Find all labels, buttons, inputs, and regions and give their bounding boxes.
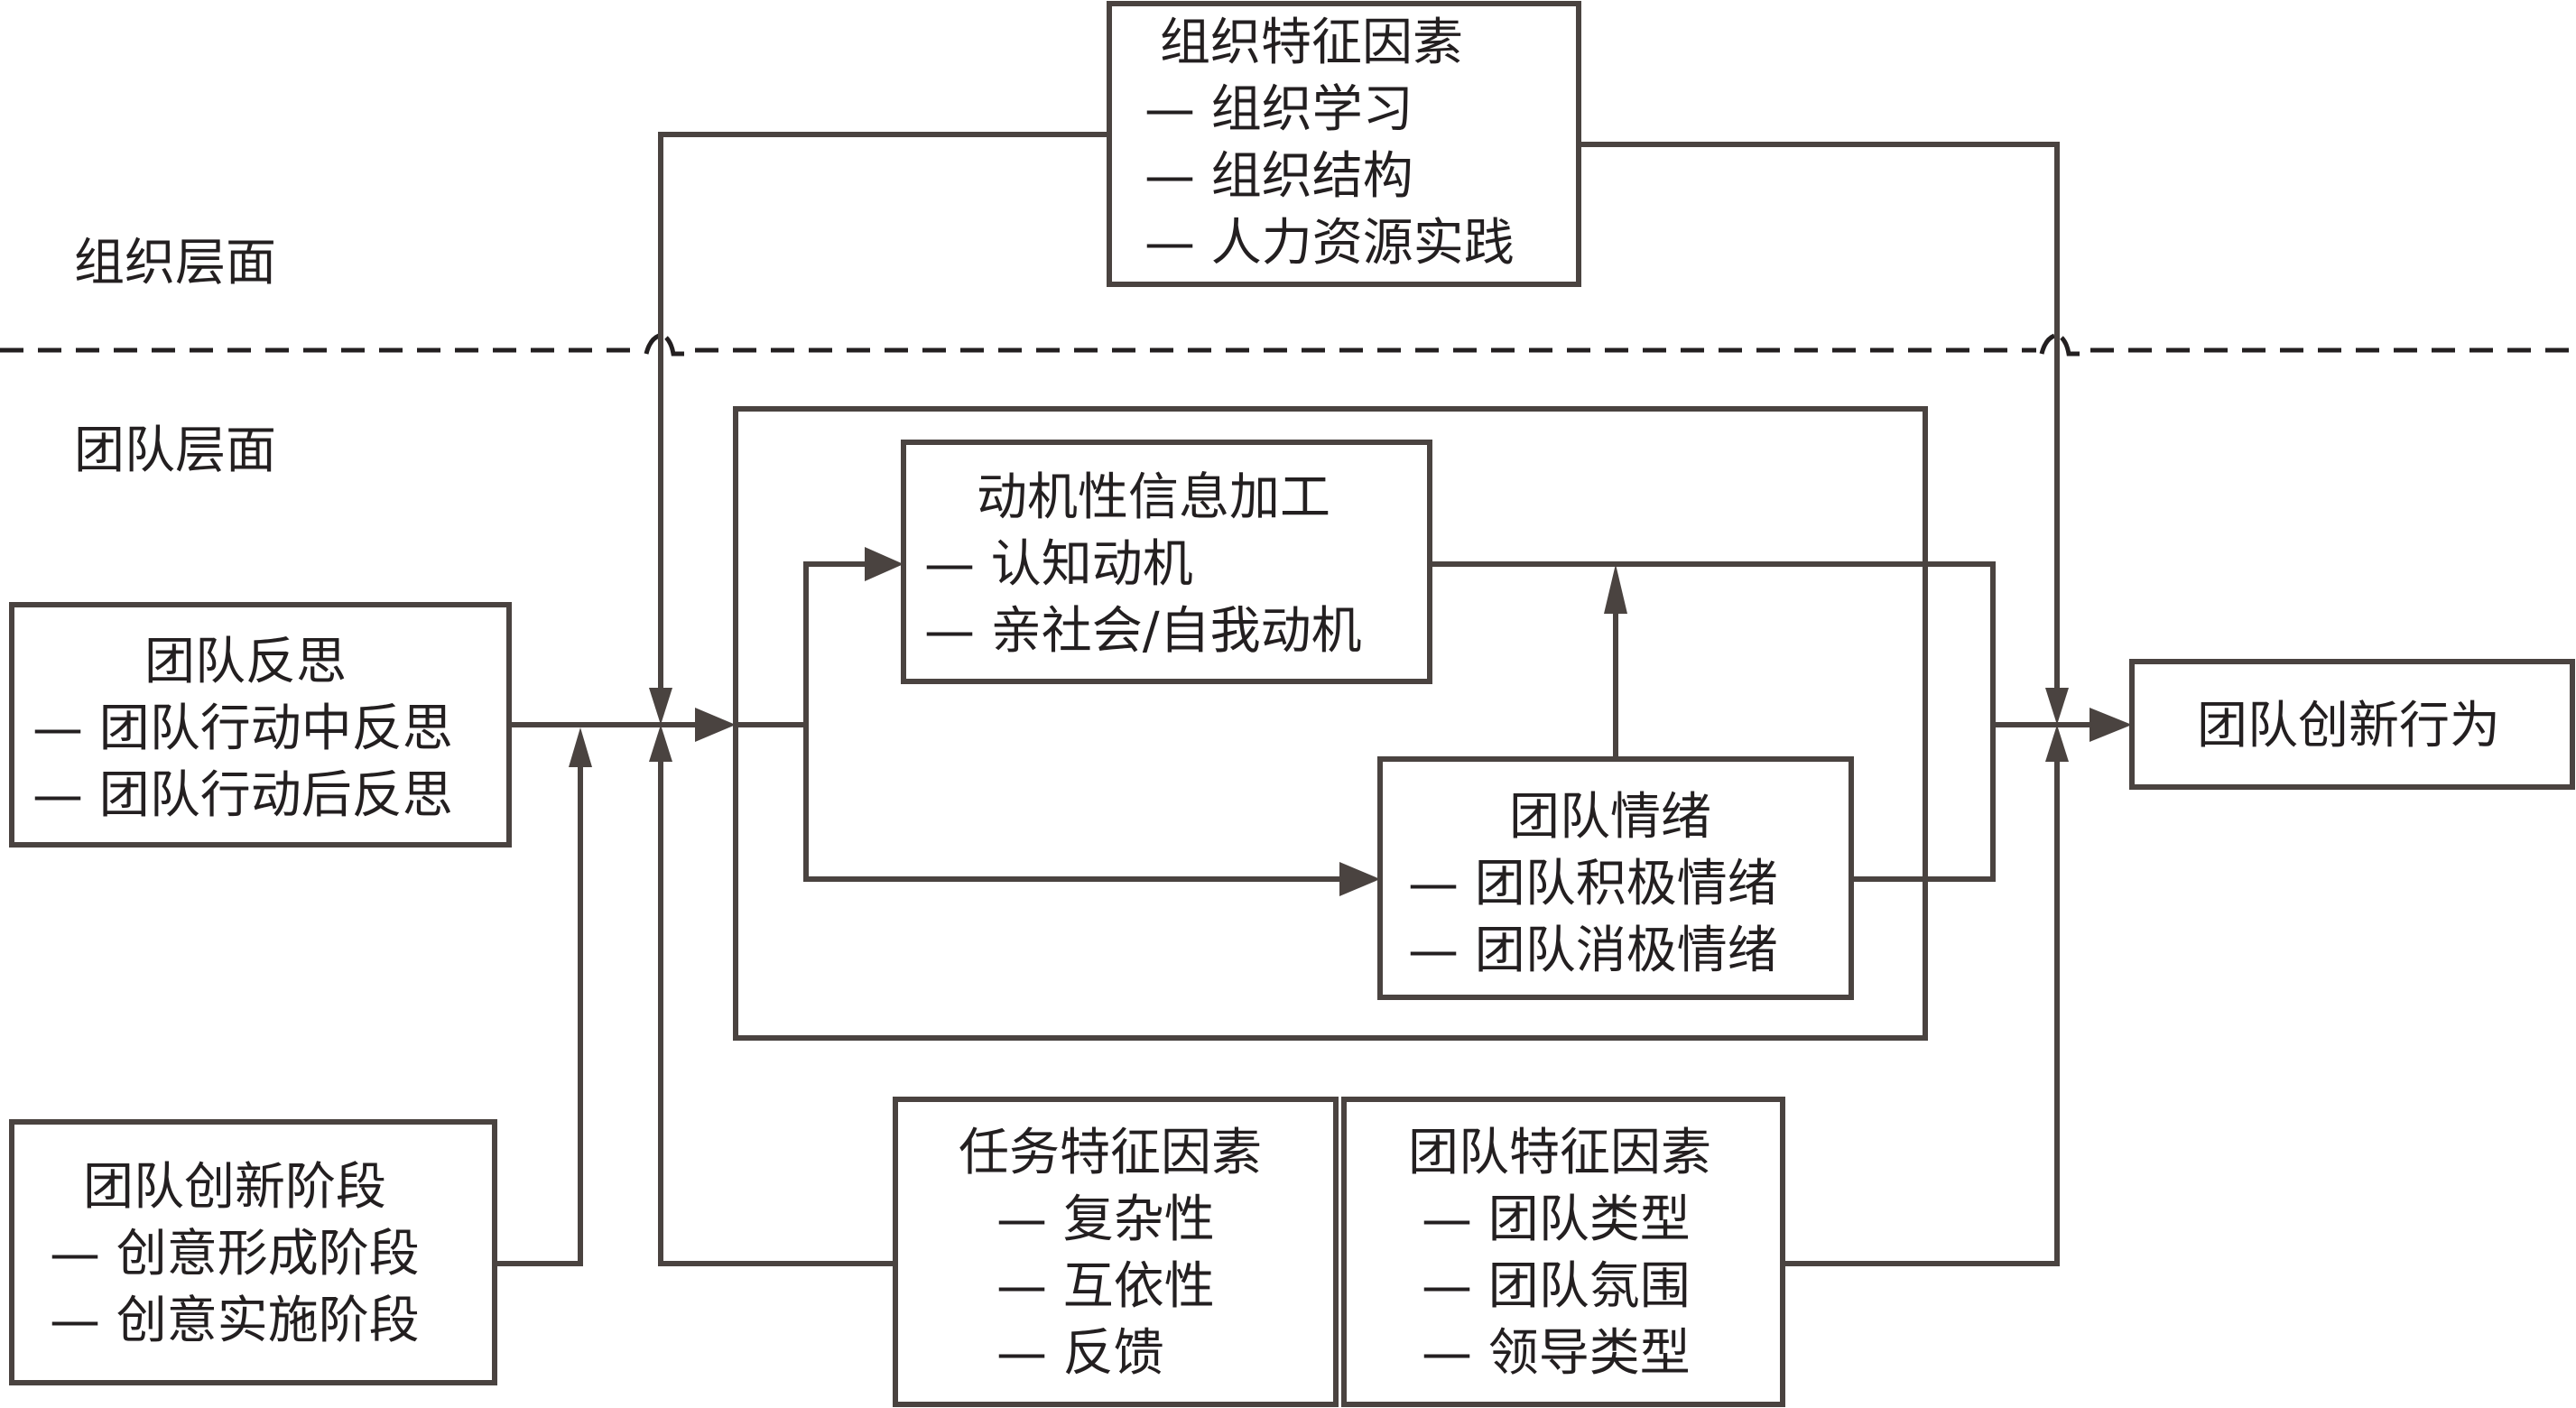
stage-to-main-line [495,749,583,1266]
task-factors-box: 任务特征因素 — 复杂性 — 互依性 — 反馈 [893,1097,1339,1407]
team-layer-label: 团队层面 [74,421,276,480]
team-reflection-title: 团队反思 [144,633,347,691]
task-factors-title: 任务特征因素 [959,1124,1262,1182]
to-motivated-info-line [803,561,876,725]
team-emotion-box: 团队情绪 — 团队积极情绪 — 团队消极情绪 [1377,756,1854,1000]
arrow-right-into-inner [695,708,736,742]
org-factors-item: — 组织学习 [1144,80,1413,139]
outputs-merge-line [1430,561,1996,882]
organization-layer-label: 组织层面 [74,234,276,292]
arrow-down-left-junction [649,688,672,725]
arrow-right-motivated-info [865,547,903,581]
innovation-behavior-box: 团队创新行为 [2129,659,2575,790]
org-to-right-junction-line [1579,142,2060,695]
arrow-down-right-junction [2045,688,2069,725]
team-factors-item: — 团队氛围 [1422,1257,1691,1316]
org-factors-item: — 组织结构 [1144,147,1413,206]
innovation-behavior-title: 团队创新行为 [2197,697,2500,755]
team-process-container [733,406,1928,1041]
innovation-stage-item: — 创意实施阶段 [50,1292,420,1350]
motivated-info-item: — 亲社会/自我动机 [924,602,1362,661]
arrowheads [569,547,2132,896]
arrow-up-stage [569,727,592,767]
org-factors-box: 组织特征因素 — 组织学习 — 组织结构 — 人力资源实践 [1107,1,1581,287]
org-to-left-junction-line [658,132,1109,695]
task-factors-item: — 复杂性 [996,1190,1215,1249]
motivated-info-box: 动机性信息加工 — 认知动机 — 亲社会/自我动机 [901,440,1432,684]
innovation-stage-box: 团队创新阶段 — 创意形成阶段 — 创意实施阶段 [9,1119,497,1385]
org-factors-title: 组织特征因素 [1160,14,1463,72]
team-factors-title: 团队特征因素 [1408,1124,1711,1182]
task-factors-item: — 互依性 [996,1257,1215,1316]
arrow-right-team-emotion [1339,862,1380,896]
team-reflection-item: — 团队行动后反思 [32,766,453,825]
org-factors-item: — 人力资源实践 [1144,214,1515,273]
team-reflection-box: 团队反思 — 团队行动中反思 — 团队行动后反思 [9,602,512,848]
motivated-info-item: — 认知动机 [924,535,1193,594]
motivated-info-title: 动机性信息加工 [977,468,1330,527]
arrow-up-emotion-to-info [1604,564,1627,614]
arrow-right-outcome [2090,708,2132,742]
task-to-left-junction-line [658,755,895,1266]
team-emotion-item: — 团队消极情绪 [1408,922,1778,980]
layer-divider [0,333,2576,357]
arrow-up-right-junction [2045,725,2069,762]
team-factors-to-right-junction-line [1783,755,2060,1266]
team-factors-box: 团队特征因素 — 团队类型 — 团队氛围 — 领导类型 [1341,1097,1785,1407]
innovation-stage-title: 团队创新阶段 [83,1158,386,1217]
task-factors-item: — 反馈 [996,1324,1164,1383]
innovation-stage-item: — 创意形成阶段 [50,1225,420,1283]
team-emotion-title: 团队情绪 [1509,788,1711,847]
arrow-up-left-junction [649,725,672,762]
team-factors-item: — 团队类型 [1422,1190,1691,1249]
team-factors-item: — 领导类型 [1422,1324,1691,1383]
to-team-emotion-line [803,725,1345,882]
team-emotion-item: — 团队积极情绪 [1408,855,1778,913]
connectors [495,132,2094,1266]
team-reflection-item: — 团队行动中反思 [32,699,453,758]
